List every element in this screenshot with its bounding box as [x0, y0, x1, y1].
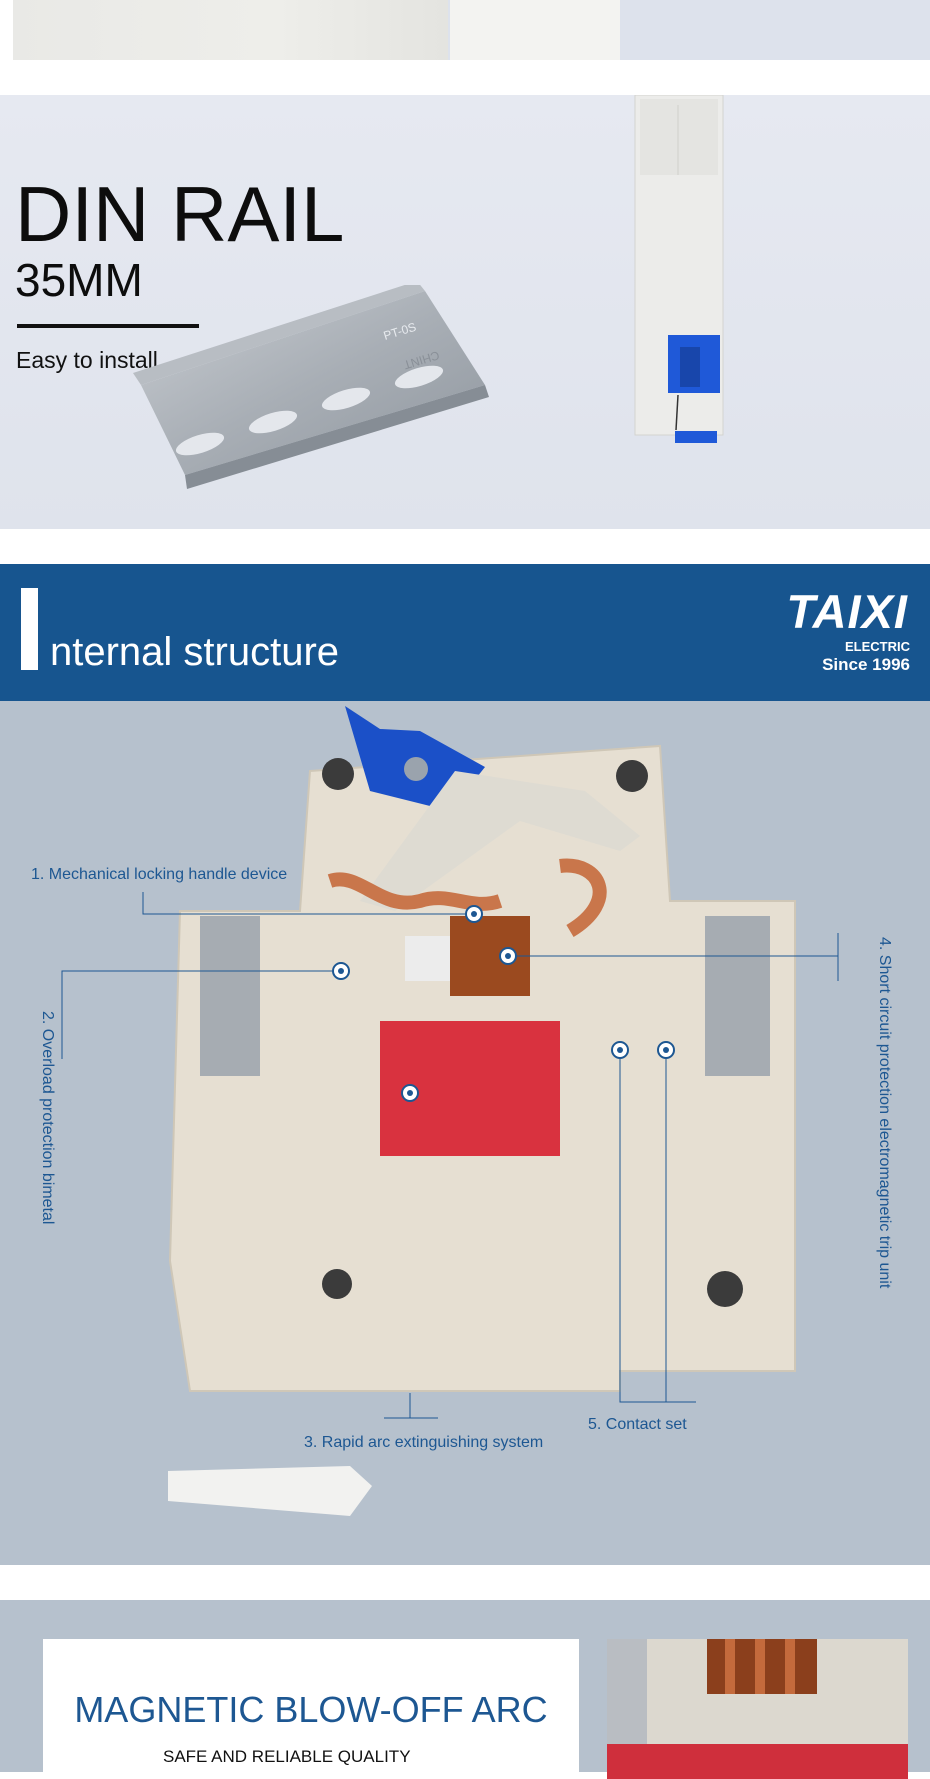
brand-logo-sub: ELECTRIC	[845, 639, 910, 654]
callout-5-label: 5. Contact set	[588, 1416, 687, 1433]
internal-structure-header: nternal structure TAIXI ELECTRIC Since 1…	[0, 564, 930, 701]
feature-card: MAGNETIC BLOW-OFF ARC SAFE AND RELIABLE …	[43, 1639, 579, 1779]
coil-closeup-photo	[607, 1639, 908, 1779]
din-rail-section: DIN RAIL 35MM Easy to install PT-0S CHIN…	[0, 95, 930, 529]
section-title: nternal structure	[50, 630, 340, 674]
magnetic-arc-section: MAGNETIC BLOW-OFF ARC SAFE AND RELIABLE …	[0, 1600, 930, 1779]
top-product-photo-strip	[13, 0, 930, 60]
easy-install-note: Easy to install	[16, 347, 158, 373]
feature-subtitle: SAFE AND RELIABLE QUALITY	[163, 1747, 411, 1766]
din-rail-title: DIN RAIL	[15, 170, 345, 258]
brand-logo: TAIXI	[786, 585, 908, 638]
callout-4-label: 4. Short circuit protection electromagne…	[876, 937, 893, 1289]
callout-markers	[332, 905, 675, 1102]
title-initial-bar	[21, 588, 38, 670]
internal-structure-diagram: 1. Mechanical locking handle device 2. O…	[0, 701, 930, 1565]
callout-3-label: 3. Rapid arc extinguishing system	[304, 1434, 544, 1451]
coil-closeup-image	[607, 1639, 908, 1779]
title-underline	[17, 324, 199, 328]
photo-panel-right	[450, 0, 620, 60]
callout-leader-lines	[61, 892, 839, 1419]
feature-title: MAGNETIC BLOW-OFF ARC	[74, 1689, 548, 1730]
breaker-side-image	[634, 95, 724, 443]
callout-2-label: 2. Overload protection bimetal	[39, 1011, 56, 1225]
photo-panel-left	[13, 0, 448, 60]
callout-1-label: 1. Mechanical locking handle device	[31, 866, 288, 883]
brand-since: Since 1996	[822, 655, 910, 674]
din-rail-size: 35MM	[15, 254, 143, 306]
din-rail-image: PT-0S CHINT	[133, 285, 489, 489]
